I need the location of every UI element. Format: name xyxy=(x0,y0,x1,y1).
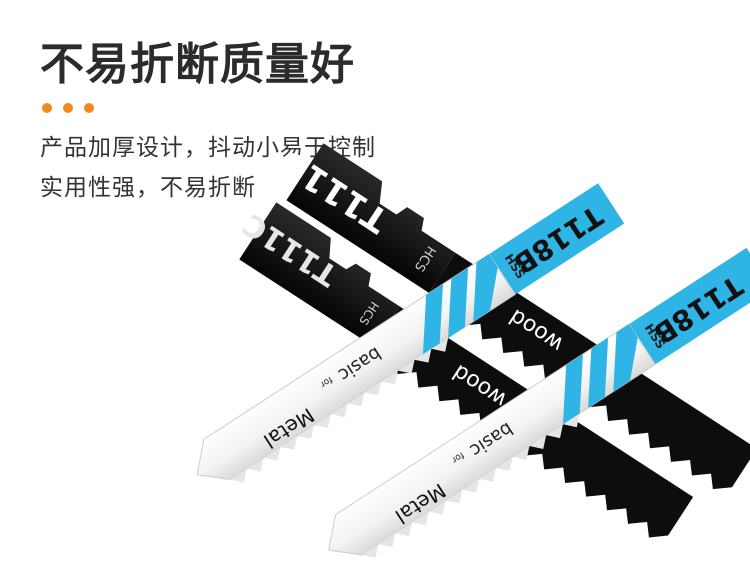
black-blade-front: T111C HCS wood xyxy=(237,202,694,538)
dot-1 xyxy=(42,103,52,113)
blue-stripes-front xyxy=(422,254,498,355)
description-line-2: 实用性强，不易折断 xyxy=(40,175,256,201)
blue-stripes-back xyxy=(562,324,638,425)
dot-3 xyxy=(84,103,94,113)
headline: 不易折断质量好 xyxy=(40,39,355,90)
white-blade-back: T118B HSS basic for Metal xyxy=(328,247,750,558)
dot-2 xyxy=(63,103,73,113)
white-blade-front: T118B HSS basic for Metal xyxy=(196,183,625,483)
decorative-dots xyxy=(42,103,94,113)
description: 产品加厚设计，抖动小易于控制 实用性强，不易折断 xyxy=(40,128,376,208)
